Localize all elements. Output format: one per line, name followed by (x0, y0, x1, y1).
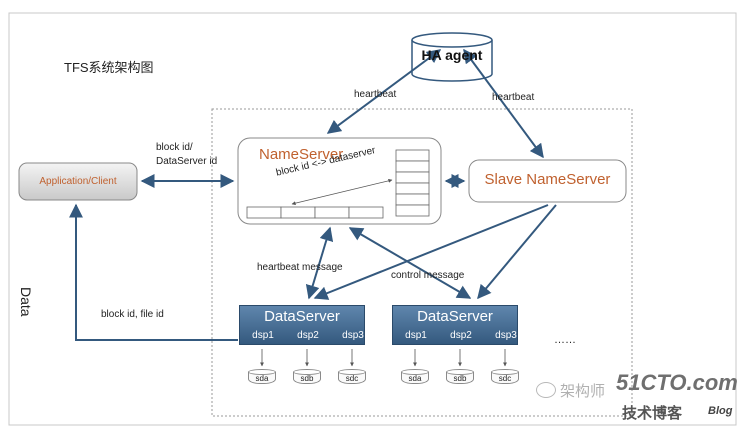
arrow-nameserver-ds2 (348, 227, 472, 299)
wechat-icon (536, 382, 556, 398)
dataserver-1-dsp1: dsp1 (252, 330, 274, 341)
dataserver-1-title: DataServer (264, 308, 340, 325)
ha-agent-label: HA agent (421, 47, 483, 63)
ds1-disk-sdc: sdc (338, 369, 366, 384)
watermark-blog: Blog (708, 405, 733, 417)
heartbeat-right-label: heartbeat (492, 92, 535, 103)
dataserver-2-title: DataServer (417, 308, 493, 325)
watermark-chinese: 架构师 (560, 383, 606, 400)
dataserver-2-dsp3: dsp3 (495, 330, 517, 341)
ds2-disk-sdc: sdc (491, 369, 519, 384)
ds1-disk-sdb: sdb (293, 369, 321, 384)
dataserver-2-dsp2: dsp2 (450, 330, 472, 341)
nameserver-table-horizontal (246, 206, 384, 219)
outer-frame (8, 12, 737, 426)
ds2-disk-sda: sda (401, 369, 429, 384)
application-client-label: Application/Client (39, 176, 117, 187)
arrow-slave-ds2 (477, 204, 557, 300)
watermark: 架构师 51CTO.com 技术博客 Blog (530, 368, 746, 428)
watermark-sub: 技术博客 (622, 405, 683, 422)
dataserver-2: DataServer dsp1 dsp2 dsp3 (392, 305, 518, 345)
dataserver-1: DataServer dsp1 dsp2 dsp3 (239, 305, 365, 345)
watermark-site: 51CTO.com (616, 370, 738, 395)
arrow-data-return (69, 203, 238, 341)
slave-nameserver-label: Slave NameServer (484, 171, 611, 188)
heartbeat-message-label: heartbeat message (257, 262, 343, 273)
dataserver-1-dsp2: dsp2 (297, 330, 319, 341)
ds2-disk-arrows (413, 349, 507, 367)
arrow-ha-nameserver (326, 49, 442, 134)
nameserver-label: NameServer (259, 146, 344, 163)
blockid-label-line1: block id/ (156, 142, 193, 153)
diagram-title: TFS系统架构图 (64, 60, 154, 75)
ds1-disk-sda: sda (248, 369, 276, 384)
arrow-nameserver-ds1 (305, 226, 334, 300)
mapping-arrow (291, 178, 393, 206)
data-label: Data (18, 287, 34, 317)
dataserver-1-dsp3: dsp3 (342, 330, 364, 341)
heartbeat-left-label: heartbeat (354, 89, 397, 100)
arrow-ha-slave (463, 48, 544, 159)
blockid-label-line2: DataServer id (156, 156, 218, 167)
control-message-label: control message (391, 270, 465, 281)
nameserver-table-vertical (395, 149, 430, 217)
ds2-disk-sdb: sdb (446, 369, 474, 384)
application-client-box (18, 162, 138, 201)
slave-nameserver-box (468, 159, 627, 203)
arrow-slave-ds1 (313, 204, 549, 300)
ellipsis-label: …… (554, 334, 576, 346)
ds1-disk-arrows (260, 349, 354, 367)
dataserver-2-dsp1: dsp1 (405, 330, 427, 341)
blockid-fileid-label: block id, file id (101, 309, 164, 320)
